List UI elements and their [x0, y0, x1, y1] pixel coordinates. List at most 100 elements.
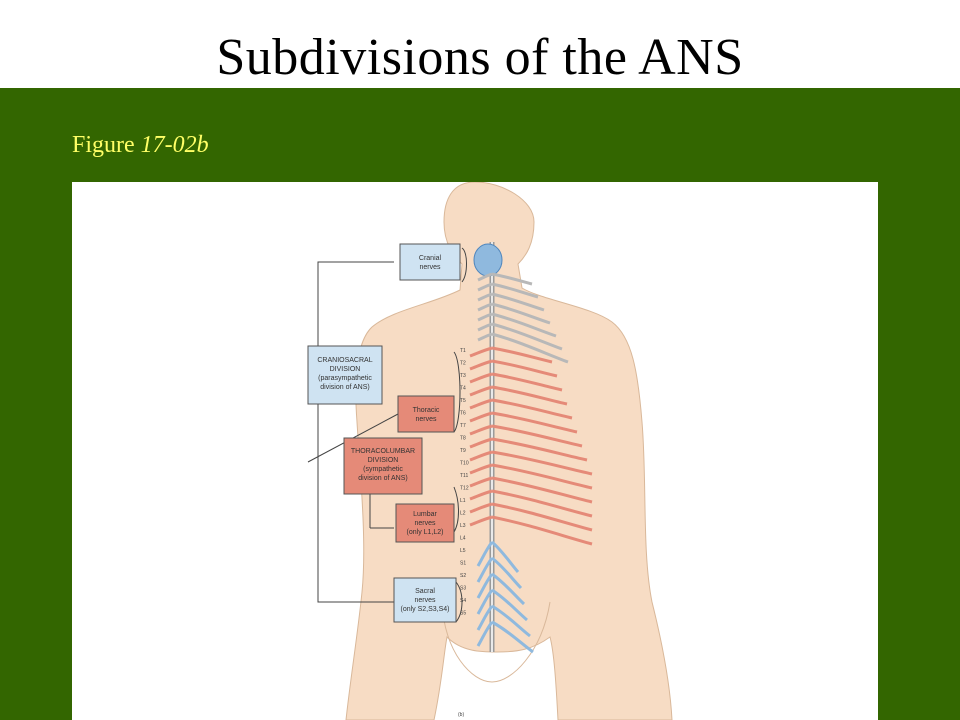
segment-label: T12 — [460, 486, 469, 492]
sympathetic-nerve — [469, 424, 493, 436]
box-text-line: (only S2,S3,S4) — [400, 606, 449, 613]
sympathetic-nerve — [491, 437, 588, 462]
box-text-line: nerves — [414, 520, 436, 527]
craniosacral-division-box: CRANIOSACRALDIVISION(parasympatheticdivi… — [307, 345, 383, 405]
sympathetic-nerve — [491, 411, 578, 434]
segment-label: T7 — [460, 423, 466, 429]
segment-label: L1 — [460, 498, 466, 504]
sympathetic-nerve — [491, 450, 593, 476]
title-bar: Subdivisions of the ANS — [0, 0, 960, 88]
cervical-nerve — [477, 302, 493, 312]
box-text-line: (only L1,L2) — [407, 529, 444, 536]
sympathetic-nerve — [491, 515, 593, 546]
sacral-nerve — [491, 604, 531, 638]
segment-label: S5 — [460, 611, 466, 617]
segment-label: T6 — [460, 411, 466, 417]
box-text-line: division of ANS) — [358, 475, 407, 482]
box-text-line: (parasympathetic — [318, 375, 372, 382]
box-text-line: division of ANS) — [320, 384, 369, 391]
sympathetic-nerve — [469, 502, 493, 514]
cervical-nerve — [477, 322, 493, 332]
segment-label: T10 — [460, 461, 469, 467]
segment-label: L4 — [460, 536, 466, 542]
segment-label: L3 — [460, 523, 466, 529]
segment-label: L2 — [460, 511, 466, 517]
segment-label: T11 — [460, 473, 468, 479]
segment-label: T1 — [460, 348, 466, 354]
cervical-nerve — [491, 322, 563, 351]
segment-label: S3 — [460, 586, 466, 592]
cervical-nerve — [477, 312, 493, 322]
sympathetic-nerve — [469, 476, 493, 488]
sacral-nerve — [491, 572, 526, 606]
sympathetic-nerve — [491, 359, 558, 378]
sacral-nerve — [491, 588, 528, 622]
cervical-nerve — [491, 312, 557, 338]
sympathetic-nerve — [469, 463, 493, 475]
sympathetic-nerve — [469, 515, 493, 527]
figure-label: Figure 17-02b — [72, 132, 209, 159]
box-text-line: Thoracic — [413, 407, 440, 414]
box-text-line: Cranial — [419, 255, 442, 262]
sympathetic-nerve — [469, 359, 493, 371]
box-text-line: THORACOLUMBAR — [351, 448, 415, 455]
sympathetic-nerve — [491, 424, 583, 448]
sacral-nerve — [476, 621, 494, 647]
sacral-nerve — [476, 573, 494, 599]
thoracolumbar-division-box: THORACOLUMBARDIVISION(sympatheticdivisio… — [343, 437, 423, 495]
segment-label: T8 — [460, 436, 466, 442]
cervical-nerve — [491, 282, 539, 299]
segment-label: T3 — [460, 373, 466, 379]
lumbar-nerves-box: Lumbar nerves (only L1,L2) — [395, 503, 455, 543]
cervical-nerve — [491, 332, 569, 364]
brainstem-cluster — [473, 243, 503, 277]
figure-label-prefix: Figure — [72, 132, 141, 158]
segment-label: L5 — [460, 548, 466, 554]
sacral-nerve — [491, 556, 523, 590]
sympathetic-nerve — [491, 372, 563, 392]
sympathetic-nerve — [469, 372, 493, 384]
cervical-nerve — [477, 292, 493, 302]
cervical-nerve — [491, 292, 545, 312]
cervical-nerve — [491, 272, 533, 286]
sympathetic-nerve — [469, 450, 493, 462]
sacral-nerve — [476, 557, 494, 583]
sacral-nerve — [491, 620, 534, 654]
figure-label-number: 17-02b — [140, 132, 209, 158]
connector-lines — [307, 247, 467, 623]
segment-label: T2 — [460, 361, 466, 367]
sympathetic-nerve — [491, 398, 573, 420]
slide-title: Subdivisions of the ANS — [216, 29, 744, 86]
sympathetic-nerve — [469, 346, 493, 358]
segment-labels: T1T2T3T4T5T6T7T8T9T10T11T12L1L2L3L4L5S1S… — [460, 348, 469, 617]
sympathetic-nerve — [491, 385, 568, 406]
sympathetic-nerve — [491, 346, 553, 364]
box-text-line: Lumbar — [413, 511, 437, 518]
panel-letter: (b) — [458, 712, 464, 718]
sacral-nerve — [476, 541, 494, 567]
box-text-line: DIVISION — [368, 457, 399, 464]
sympathetic-nerve — [491, 476, 593, 504]
box-text-line: CRANIOSACRAL — [317, 357, 372, 364]
box-text-line: nerves — [414, 597, 436, 604]
sympathetic-nerve — [491, 502, 593, 532]
sympathetic-nerve — [491, 463, 593, 490]
sympathetic-nerve — [469, 489, 493, 501]
cervical-nerve — [477, 332, 493, 342]
sympathetic-nerve — [491, 489, 593, 518]
sacral-nerve — [476, 589, 494, 615]
cervical-nerve — [477, 272, 493, 282]
thoracic-nerves-box: Thoracic nerves — [397, 395, 455, 433]
segment-label: T9 — [460, 448, 466, 454]
box-text-line: Sacral — [415, 588, 435, 595]
segment-label: S4 — [460, 598, 466, 604]
segment-label: S2 — [460, 573, 466, 579]
segment-label: T5 — [460, 398, 466, 404]
segment-label: T4 — [460, 386, 466, 392]
box-text-line: nerves — [415, 416, 437, 423]
sympathetic-nerve — [469, 385, 493, 397]
sympathetic-nerve — [469, 398, 493, 410]
